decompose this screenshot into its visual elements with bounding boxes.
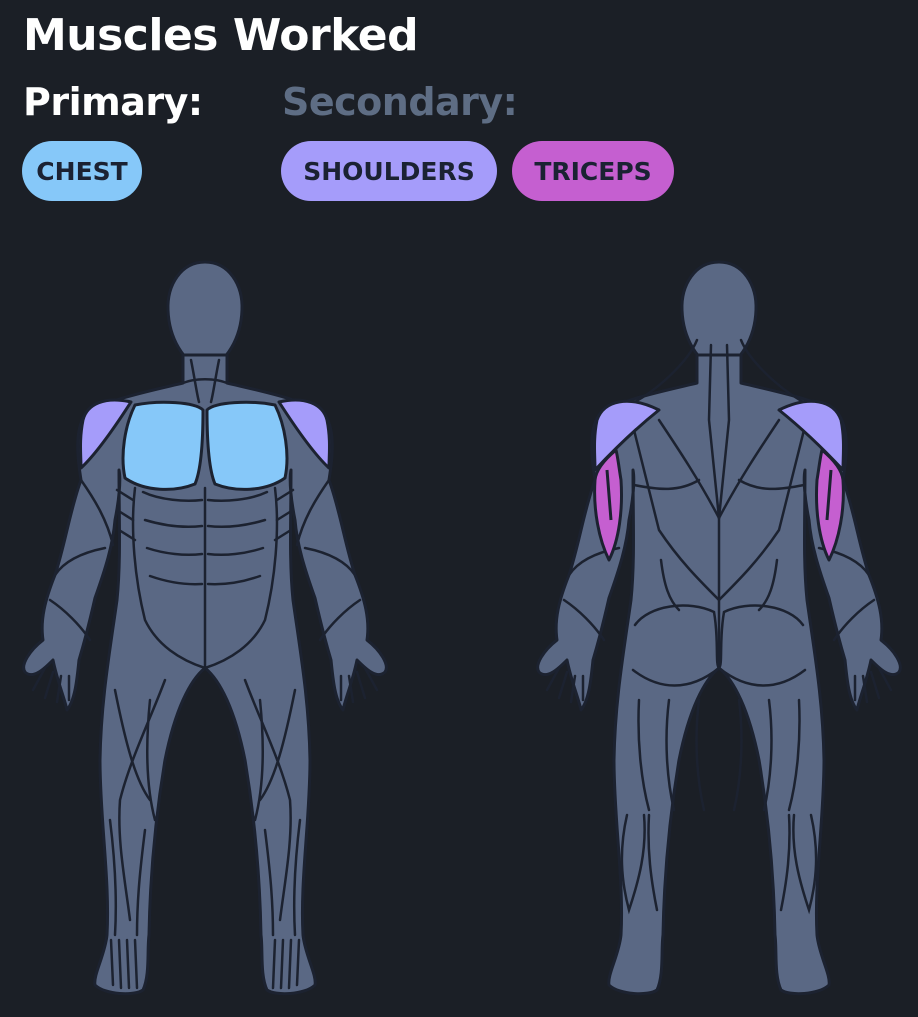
front-left-shoulder — [79, 398, 133, 470]
front-right-shoulder — [277, 398, 331, 470]
front-body-figure — [22, 260, 388, 996]
chip-shoulders[interactable]: SHOULDERS — [281, 141, 497, 201]
chip-chest[interactable]: CHEST — [22, 141, 142, 201]
page-title: Muscles Worked — [23, 10, 419, 61]
back-body-figure — [536, 260, 902, 996]
secondary-label: Secondary: — [282, 80, 518, 124]
chip-triceps[interactable]: TRICEPS — [512, 141, 674, 201]
front-chest-right — [205, 400, 289, 491]
back-right-triceps — [815, 448, 845, 562]
front-chest — [121, 400, 205, 491]
back-left-triceps — [593, 448, 623, 562]
primary-label: Primary: — [23, 80, 203, 124]
